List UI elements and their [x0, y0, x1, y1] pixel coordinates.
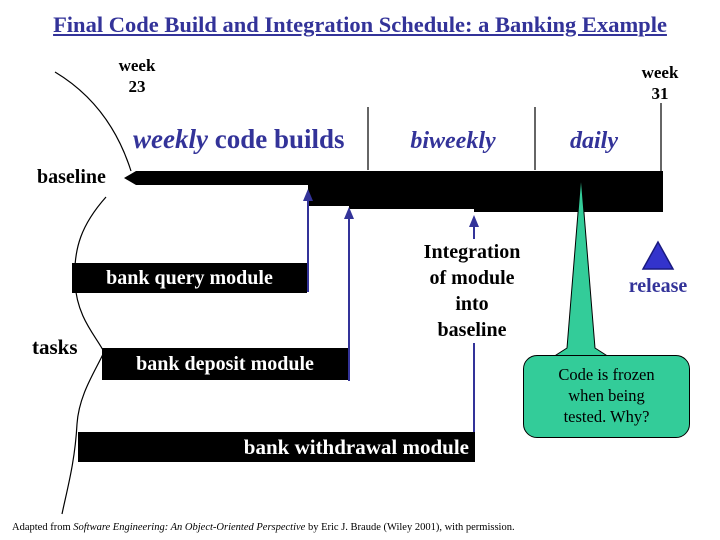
- task-bar-withdrawal-label: bank withdrawal module: [243, 434, 469, 459]
- footer-prefix: Adapted from: [12, 522, 74, 533]
- integration-note: Integration of module into baseline: [403, 239, 541, 343]
- week-23-label: week 23: [118, 56, 156, 96]
- task-bar-deposit-label: bank deposit module: [136, 352, 314, 375]
- task-bar-deposit: bank deposit module: [102, 348, 348, 380]
- footer-suffix: by Eric J. Braude (Wiley 2001), with per…: [305, 522, 515, 533]
- cadence-daily-label: daily: [570, 128, 618, 154]
- baseline-bar-shape: [124, 171, 663, 212]
- tasks-label: tasks: [32, 335, 78, 359]
- task-bar-withdrawal: bank withdrawal module: [78, 432, 475, 462]
- integration-arrow-deposit: [344, 207, 354, 381]
- cadence-weekly-label: weekly code builds: [133, 124, 345, 155]
- task-bar-query: bank query module: [72, 263, 307, 293]
- callout-bubble: Code is frozen when being tested. Why?: [523, 355, 690, 438]
- integration-arrow-query: [303, 189, 313, 292]
- week23-pointer-curve: [54, 71, 132, 172]
- release-label: release: [628, 275, 688, 297]
- cadence-weekly-italic-part: weekly: [133, 124, 208, 154]
- release-triangle-icon: [641, 240, 675, 270]
- slide-title: Final Code Build and Integration Schedul…: [53, 12, 667, 37]
- task-bar-query-label: bank query module: [106, 266, 273, 289]
- attribution-footer: Adapted from Software Engineering: An Ob…: [12, 522, 515, 533]
- cadence-biweekly-label: biweekly: [410, 128, 496, 154]
- cadence-weekly-rest-part: code builds: [207, 124, 345, 154]
- week-31-label: week 31: [641, 63, 679, 103]
- footer-book-title: Software Engineering: An Object-Oriented…: [73, 522, 306, 533]
- callout-text: Code is frozen when being tested. Why?: [558, 365, 655, 426]
- baseline-label: baseline: [37, 166, 106, 188]
